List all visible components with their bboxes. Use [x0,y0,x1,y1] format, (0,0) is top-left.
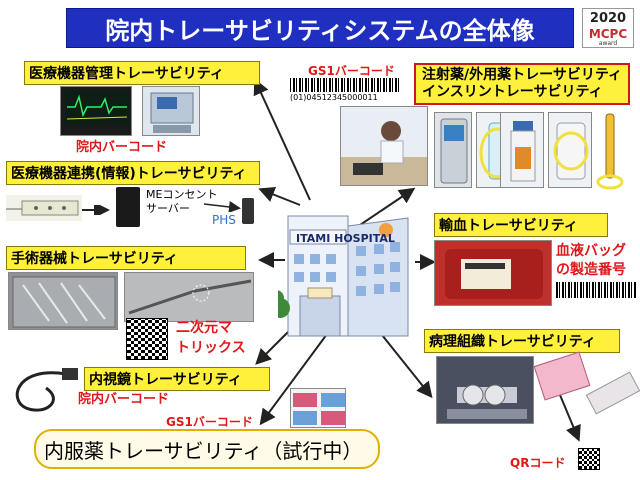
matrix-label: 二次元マ トリックス [176,320,246,356]
insulin-pen-photo [596,112,624,194]
arrow-device-mgmt [253,78,311,201]
blood-barcode-icon [556,282,636,298]
arrow-qr [559,394,581,442]
handheld-photo [434,112,472,188]
hospital-building-icon [278,215,409,337]
qr-code-icon [578,448,600,470]
label-surgical: 手術器械トレーサビリティ [6,246,246,270]
label-oral: 内服薬トレーサビリティ（試行中） [34,429,380,469]
me-server-label: MEコンセント サーバー [146,188,218,215]
arrow-server-phs [204,200,241,212]
qr-code-label: QRコード [510,456,566,470]
award-logo: 2020 MCPC award [582,8,634,48]
microscope-photo [436,356,534,424]
gs1-label-bottom: GS1バーコード [166,415,253,429]
label-injection-line1: 注射薬/外用薬トレーサビリティ [422,67,622,83]
endoscope-photo [15,368,78,412]
label-injection-line2: インスリントレーサビリティ [422,84,603,100]
logo-mark: MCPC [588,27,628,41]
label-transfusion: 輸血トレーサビリティ [434,213,608,237]
arrow-outlet-server [82,205,110,215]
server-icon [116,187,140,227]
label-endoscope: 内視鏡トレーサビリティ [84,367,270,391]
forceps-photo [124,272,254,322]
outlet-photo [6,195,82,221]
monitor-photo [60,86,132,136]
blood-bag-label: 血液バッグ の製造番号 [556,243,626,278]
vial-photo [500,112,544,188]
inhouse-barcode-label-1: 院内バーコード [76,140,168,155]
pump-photo [142,86,200,136]
tray-photo [8,272,118,330]
infusion-bag-photo [548,112,592,188]
arrow-device-link [258,186,301,206]
arrow-oral [259,329,331,426]
phs-label: PHS [212,213,236,227]
hospital-sign: ITAMI HOSPITAL [296,232,395,245]
gs1-label-top: GS1バーコード [308,64,395,78]
inhouse-barcode-label-2: 院内バーコード [78,392,170,407]
label-pathology: 病理組織トレーサビリティ [424,329,620,353]
label-injection: 注射薬/外用薬トレーサビリティ インスリントレーサビリティ [414,63,630,105]
logo-year: 2020 [589,11,627,26]
gs1-barcode-icon [290,78,400,92]
label-device-link: 医療機器連携(情報)トレーサビリティ [6,161,260,185]
nurse-photo [340,106,428,186]
pill-pack-photo [290,388,346,428]
blood-bag-photo [434,240,552,306]
datamatrix-icon [126,318,168,360]
arrow-injection [359,187,416,226]
label-device-mgmt: 医療機器管理トレーサビリティ [24,61,260,85]
phs-device-icon [242,198,254,224]
page-title: 院内トレーサビリティシステムの全体像 [66,8,574,48]
gs1-number: (01)04512345000011 [290,93,378,102]
logo-sub: award [598,40,618,47]
